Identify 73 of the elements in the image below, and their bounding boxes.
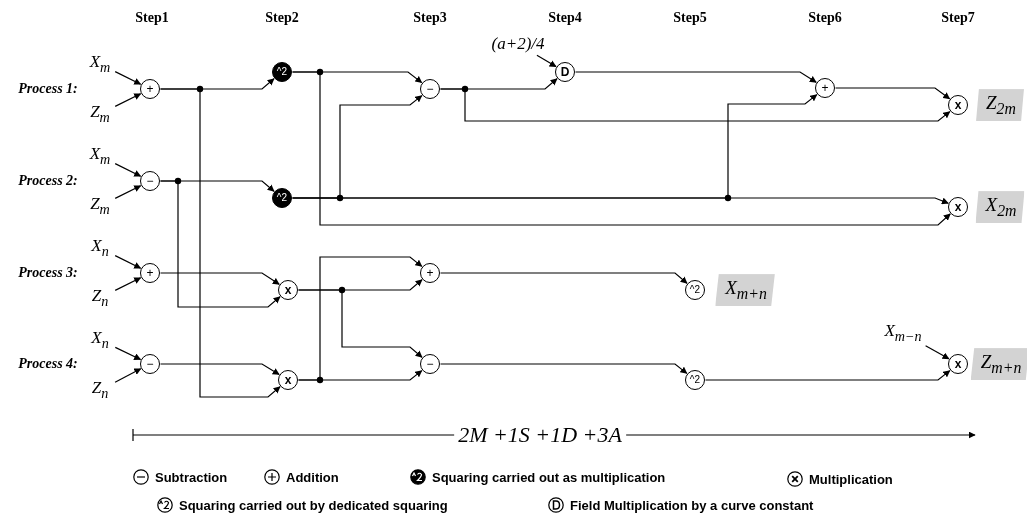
arrow [114,346,142,361]
multiplication-circle: x [948,354,968,374]
result-label: X$_{2m}$ [975,191,1025,223]
addition-circle: + [140,263,160,283]
arrow [439,363,688,374]
arrow [297,289,423,358]
multiplication-circle: x [278,370,298,390]
input-variable: X$_{n}$ [91,328,109,352]
step-heading: Step6 [808,10,842,26]
legend-label: Squaring carried out by dedicated squaring [179,497,448,513]
arrow [439,88,951,122]
legend-label: Field Multiplication by a curve constant [570,497,814,513]
arrow [159,88,281,398]
squaring-filled-circle: ^2 [272,188,292,208]
process-label: Process 2: [18,173,78,189]
subtraction-circle: − [140,171,160,191]
process-label: Process 4: [18,356,78,372]
arrow [704,370,951,381]
arrow [291,197,949,205]
input-variable: X$_{m}$ [89,52,111,76]
legend-label: Addition [286,469,339,485]
step-heading: Step7 [941,10,975,26]
result-label: Z$_{2m}$ [976,89,1024,121]
subtraction-circle: − [420,354,440,374]
arrow [297,370,423,381]
multiplication-circle: x [948,197,968,217]
multiplication-circle: x [278,280,298,300]
arrow [159,363,280,376]
input-variable: Z$_{n}$ [91,286,109,310]
input-variable: X$_{m}$ [89,144,111,168]
step-heading: Step1 [135,10,169,26]
step-heading: Step4 [548,10,582,26]
multiplication-circle: x [948,95,968,115]
arrow [114,255,142,269]
arrow [114,368,142,383]
squaring-circle: ^2 [685,370,705,390]
result-label: Z$_{m+n}$ [970,348,1027,380]
arrow [114,71,142,85]
input-variable: X$_{m−n}$ [884,321,922,345]
addition-circle: + [420,263,440,283]
arrow [439,272,688,284]
constant-multiplication-circle: D [555,62,575,82]
arrow [114,93,142,107]
input-variable: (a+2)/4 [491,34,545,54]
addition-circle: + [815,78,835,98]
arrow [114,277,142,291]
input-variable: X$_{n}$ [91,236,109,260]
arrow [114,163,142,177]
legend-label: Subtraction [155,469,228,485]
squaring-circle: ^2 [685,280,705,300]
arrow [114,185,142,199]
input-variable: Z$_{m}$ [90,194,110,218]
step-heading: Step5 [673,10,707,26]
arrow [291,71,951,226]
legend-label: Multiplication [809,471,893,487]
step-heading: Step3 [413,10,447,26]
legend-label: Squaring carried out as multiplication [432,469,666,485]
step-heading: Step2 [265,10,299,26]
process-label: Process 1: [18,81,78,97]
input-variable: Z$_{n}$ [91,378,109,402]
arrow [536,54,557,68]
addition-circle: + [140,79,160,99]
subtraction-circle: − [420,79,440,99]
arrow [834,87,951,100]
arrow [574,71,817,83]
process-label: Process 3: [18,265,78,281]
squaring-filled-circle: ^2 [272,62,292,82]
arrow [925,345,950,360]
input-variable: Z$_{m}$ [90,102,110,126]
result-label: X$_{m+n}$ [715,274,775,306]
arrow [159,272,280,285]
arrow [159,180,281,308]
subtraction-circle: − [140,354,160,374]
